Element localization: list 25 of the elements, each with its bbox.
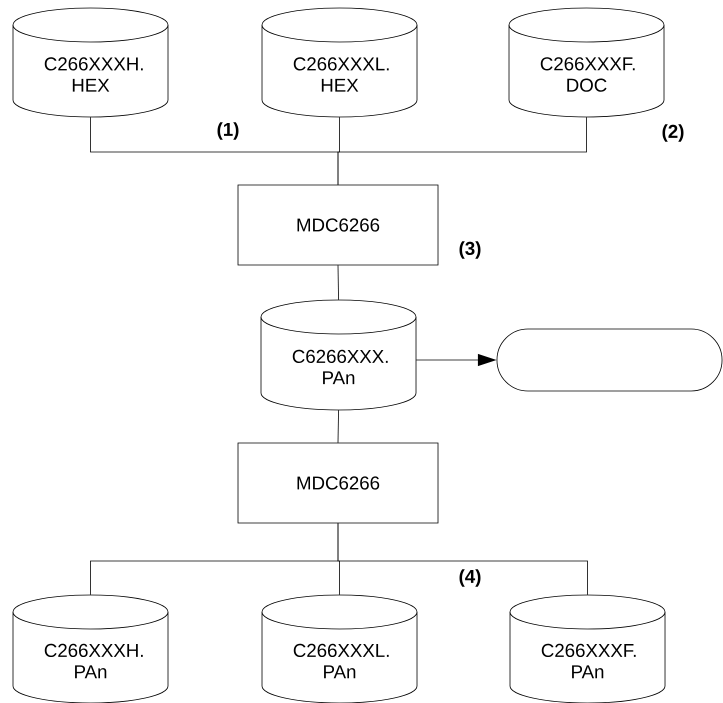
step-number: (2): [662, 124, 684, 142]
node-label: C266XXXH. PAn: [44, 644, 143, 678]
step-number: (4): [460, 569, 480, 587]
connector-line: [338, 523, 588, 595]
cylinder: C266XXXL. PAn: [262, 594, 418, 703]
connector-line: [338, 410, 339, 443]
node-label: C6266XXX. PAn: [292, 350, 388, 384]
cylinder: C6266XXX. PAn: [260, 300, 416, 410]
node-label: C266XXXF. PAn: [542, 644, 636, 678]
process-box: MDC6266: [238, 184, 438, 266]
node-label: C266XXXL. PAn: [294, 644, 389, 678]
cylinder: C266XXXF. PAn: [510, 594, 666, 703]
connector-line: [338, 117, 587, 185]
terminal-box: [496, 328, 722, 392]
cylinder: C266XXXF. DOC: [508, 8, 664, 118]
node-label: C266XXXF. DOC: [540, 57, 635, 92]
process-box: MDC6266: [238, 442, 438, 524]
step-number: (1): [218, 122, 238, 140]
cylinder: C266XXXH. HEX: [12, 8, 168, 118]
cylinder: C266XXXL. HEX: [262, 8, 418, 118]
node-label: C266XXXH. HEX: [44, 57, 143, 92]
connector-line: [338, 265, 339, 300]
node-label: C266XXXL. HEX: [294, 57, 389, 92]
step-number: (3): [460, 241, 480, 259]
cylinder: C266XXXH. PAn: [12, 594, 168, 703]
